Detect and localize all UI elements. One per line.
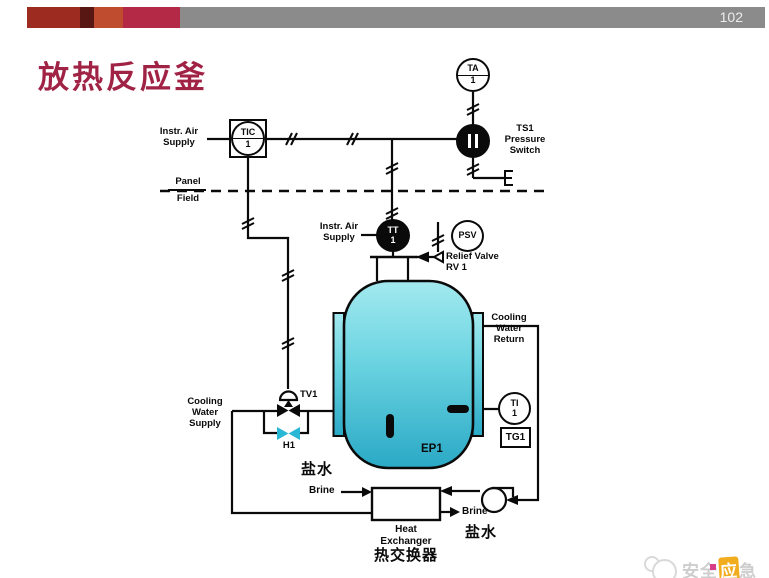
tic-number: 1 bbox=[245, 138, 251, 149]
label-tv1: TV1 bbox=[300, 389, 318, 400]
ta-number: 1 bbox=[470, 75, 476, 85]
label-ts1-pressure-switch: TS1 Pressure Switch bbox=[504, 123, 546, 157]
watermark-text-highlight: 应 bbox=[718, 555, 740, 578]
ti-number: 1 bbox=[511, 407, 517, 418]
watermark-accent-dot bbox=[710, 563, 716, 570]
label-cooling-water-supply: Cooling Water Supply bbox=[187, 396, 223, 430]
label-field: Field bbox=[176, 193, 200, 204]
watermark-logo: 安全应急 bbox=[644, 555, 757, 578]
psv-tag: PSV bbox=[458, 230, 477, 241]
pneumatic-hash-marks bbox=[241, 103, 480, 350]
label-ep1: EP1 bbox=[421, 443, 443, 455]
heat-exchanger bbox=[370, 486, 442, 522]
ta-divider bbox=[458, 74, 488, 76]
label-instr-air-supply-tt: Instr. Air Supply bbox=[319, 221, 359, 244]
vessel-internal-probe bbox=[386, 414, 394, 438]
watermark-text: 安全应急 bbox=[682, 555, 757, 578]
label-cooling-water-return: Cooling Water Return bbox=[491, 312, 527, 346]
relief-valve-icon bbox=[416, 250, 444, 264]
label-brine-out-cn: 盐水 bbox=[465, 524, 498, 541]
label-instr-air-supply-left: Instr. Air Supply bbox=[159, 126, 199, 149]
tt-number: 1 bbox=[390, 234, 396, 245]
thermowell-stub bbox=[447, 405, 469, 413]
watermark-text-suffix: 急 bbox=[739, 561, 757, 578]
label-heat-exchanger-cn: 热交换器 bbox=[373, 547, 438, 564]
ts1-pressure-switch-icon bbox=[456, 124, 490, 158]
tic-divider bbox=[233, 138, 263, 139]
header-accent-block-2 bbox=[80, 7, 94, 28]
ti-instrument: TI 1 bbox=[498, 392, 531, 425]
flow-arrows bbox=[362, 486, 518, 517]
label-brine-in-cn: 盐水 bbox=[301, 461, 334, 478]
vessel-body bbox=[342, 279, 475, 470]
label-panel: Panel bbox=[175, 176, 201, 187]
ta-instrument: TA 1 bbox=[456, 58, 490, 92]
slide-header-bar: 102 bbox=[27, 7, 765, 28]
ts1-contact-bars bbox=[458, 126, 488, 156]
header-accent-block-3 bbox=[94, 7, 123, 28]
signal-and-pipe-lines bbox=[160, 92, 547, 515]
ti-tag: TI bbox=[510, 397, 519, 408]
tt-instrument: TT 1 bbox=[376, 219, 410, 252]
electrical-connector-icon bbox=[504, 170, 513, 186]
page-number: 102 bbox=[719, 9, 743, 25]
tic-instrument: TIC 1 bbox=[231, 121, 265, 156]
tic-tag: TIC bbox=[240, 126, 256, 137]
label-heat-exchanger-en: Heat Exchanger bbox=[380, 524, 432, 547]
watermark-mascot-icon bbox=[644, 556, 678, 578]
tt-tag: TT bbox=[387, 224, 399, 235]
psv-instrument: PSV bbox=[451, 220, 484, 252]
reactor-vessel bbox=[332, 279, 484, 470]
header-accent-block-1 bbox=[27, 7, 80, 28]
watermark-text-prefix: 安全 bbox=[682, 561, 718, 578]
slide-title: 放热反应釜 bbox=[38, 60, 208, 95]
tg1-tag: TG1 bbox=[505, 432, 526, 443]
jacket-strip-left bbox=[332, 312, 345, 437]
tg1-gauge: TG1 bbox=[500, 427, 531, 448]
label-brine-out-en: Brine bbox=[462, 506, 488, 517]
control-valve-tv1-icon bbox=[277, 390, 300, 417]
header-accent-block-4 bbox=[123, 7, 180, 28]
label-h1: H1 bbox=[282, 440, 296, 451]
pump-icon bbox=[480, 486, 515, 514]
ta-tag: TA bbox=[467, 63, 479, 74]
label-brine-in-en: Brine bbox=[309, 485, 335, 496]
label-relief-valve: Relief Valve RV 1 bbox=[446, 251, 499, 274]
bypass-valve-h1-icon bbox=[277, 427, 300, 440]
